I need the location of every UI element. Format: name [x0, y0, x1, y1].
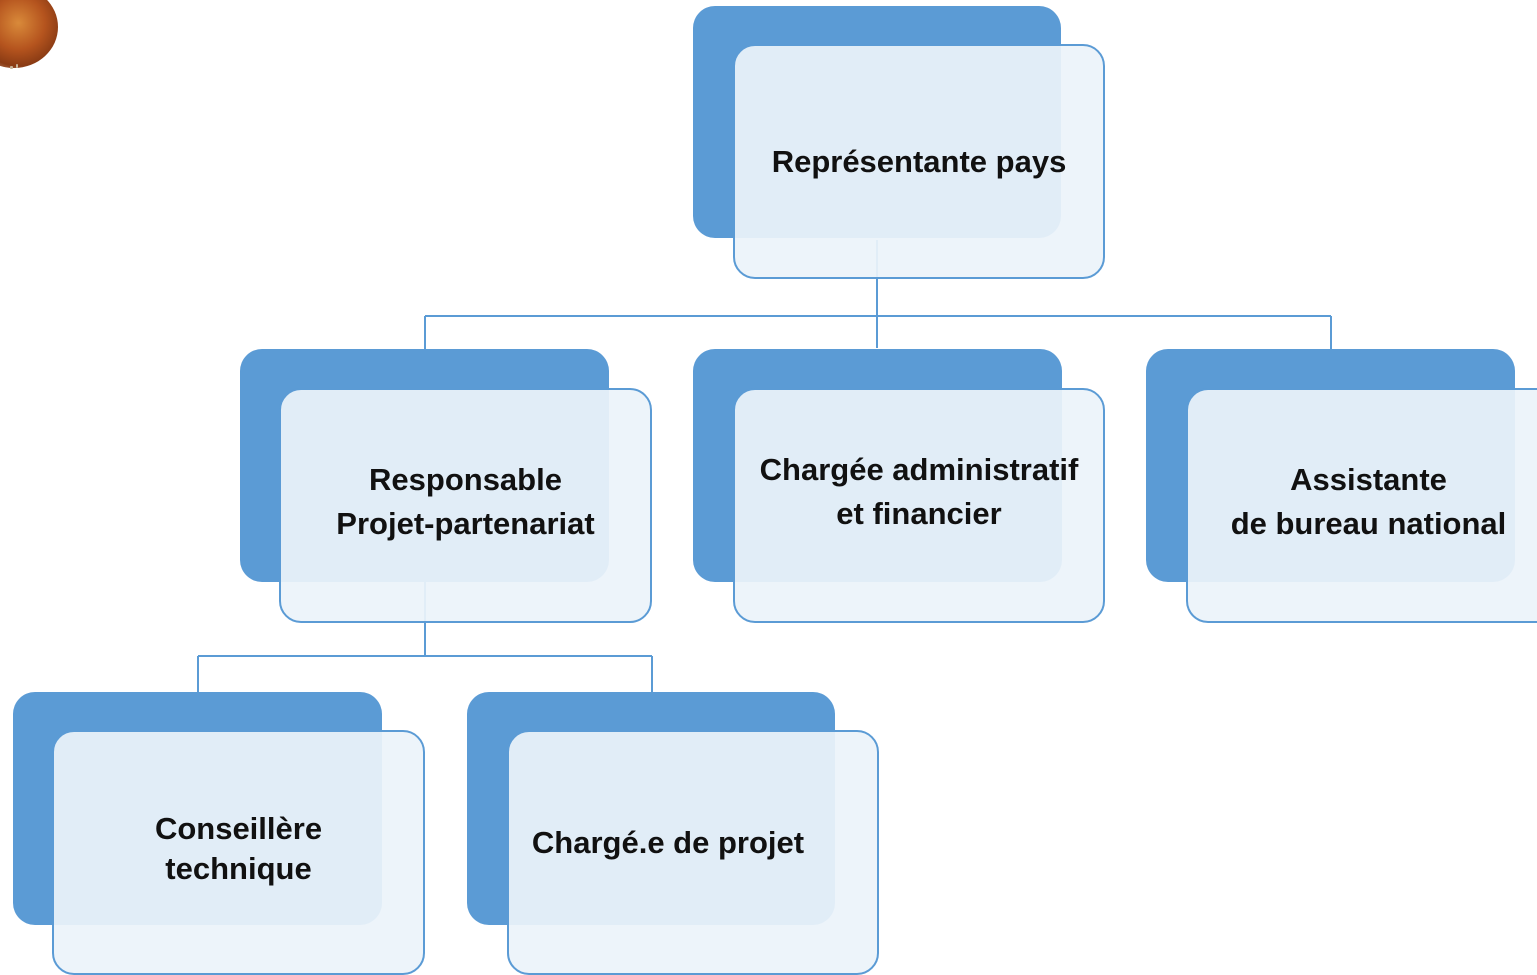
node-label: Représentante pays — [733, 44, 1105, 279]
node-label-line: Assistante — [1290, 462, 1447, 498]
node-label-line: Conseillère — [154, 810, 323, 846]
node-label-line: Responsable — [369, 462, 562, 498]
node-label: Chargée administratif et financier — [733, 388, 1105, 623]
node-front — [279, 388, 652, 623]
node-front — [733, 388, 1105, 623]
node-label-line: de bureau national — [1230, 505, 1507, 541]
node-label-line: Chargée administratif — [759, 452, 1079, 488]
logo-speck — [10, 66, 13, 69]
node-label-line: Chargé.e de projet — [531, 824, 805, 860]
node-label-line: technique — [165, 850, 312, 886]
node-label-line: et financier — [836, 495, 1002, 531]
node-front — [507, 730, 879, 975]
node-label: Chargé.e de projet — [507, 730, 879, 963]
node-front — [52, 730, 425, 975]
node-label: Assistante de bureau national — [1200, 388, 1537, 623]
node-label: Responsable Projet-partenariat — [279, 388, 652, 623]
node-front — [733, 44, 1105, 279]
node-label: Conseillère technique — [52, 730, 425, 963]
node-label-line: Projet-partenariat — [336, 505, 595, 541]
logo-speck — [16, 64, 18, 68]
node-label-line: Représentante pays — [771, 143, 1067, 179]
node-front — [1186, 388, 1537, 623]
